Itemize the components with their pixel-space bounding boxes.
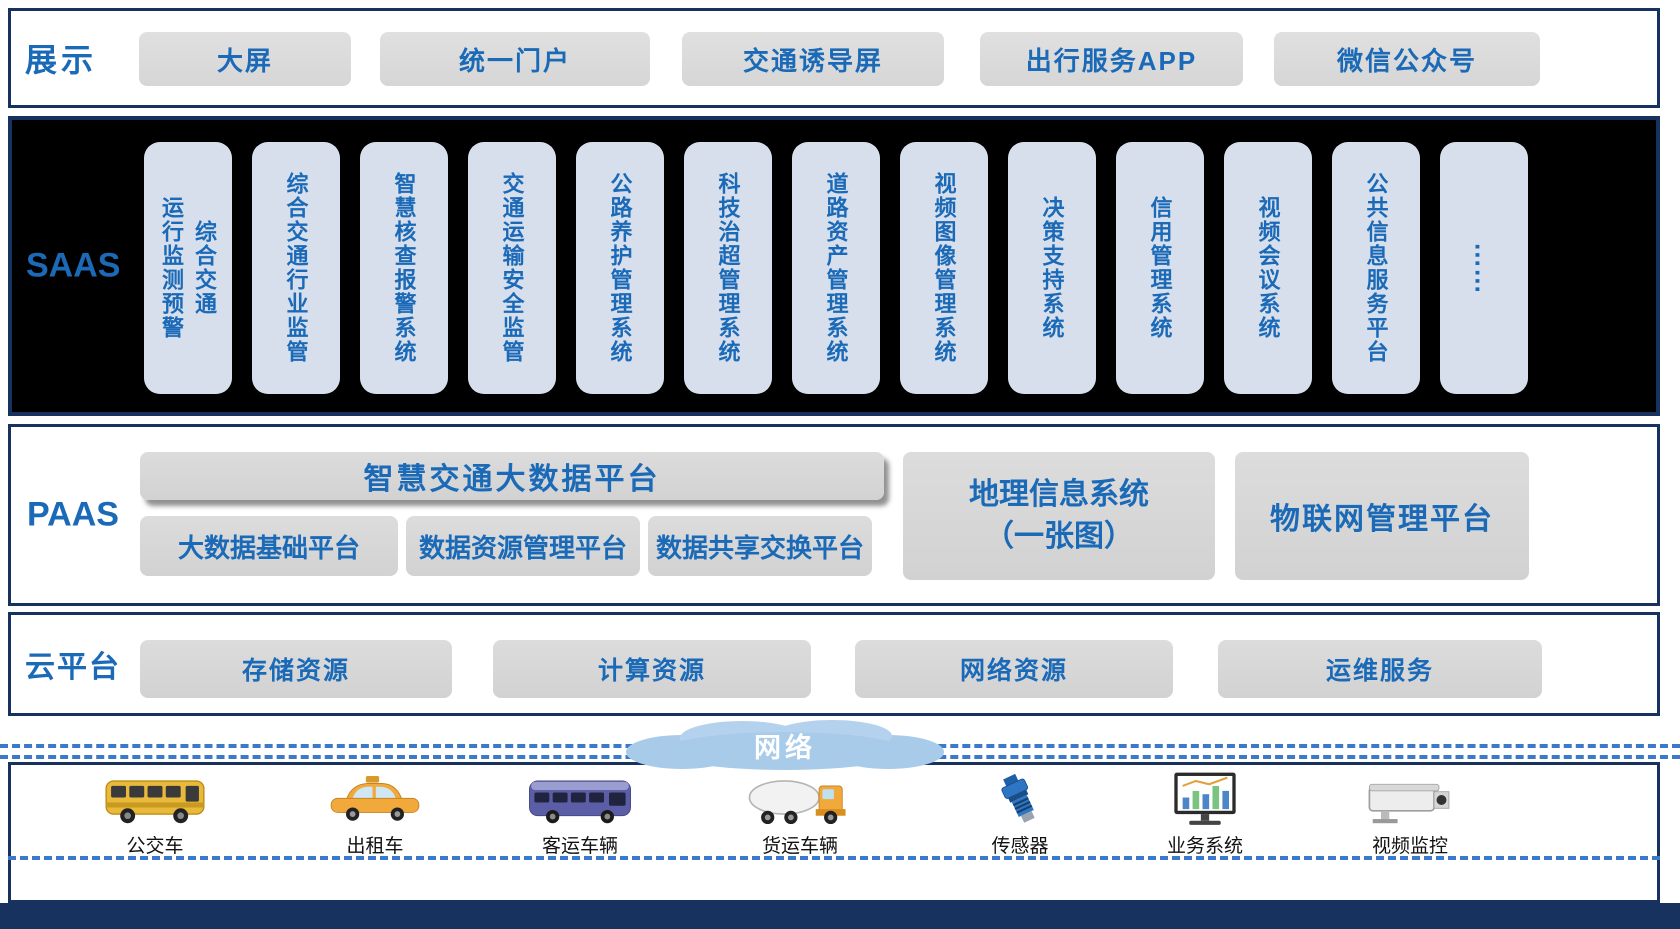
saas-node-road-assets: 道路资产管理系统 <box>792 142 880 394</box>
devices-layer: 公交车 出租车 <box>8 762 1660 903</box>
saas-node-monitoring-warning: 综合交通 运行监测预警 <box>144 142 232 394</box>
cloud-storage-resources: 存储资源 <box>140 640 452 698</box>
device-taxi: 出租车 <box>290 771 460 863</box>
cloud-ops-service: 运维服务 <box>1218 640 1542 698</box>
device-label: 货运车辆 <box>761 836 838 857</box>
cloud-platform-layer: 云平台 存储资源 计算资源 网络资源 运维服务 <box>8 612 1660 716</box>
device-coach-bus: 客运车辆 <box>495 771 665 863</box>
network-label: 网络 <box>754 732 816 763</box>
footer-bar <box>0 903 1680 929</box>
device-label: 客运车辆 <box>541 836 618 857</box>
paas-gis-platform: 地理信息系统 （一张图） <box>903 452 1215 580</box>
device-label: 公交车 <box>126 836 184 857</box>
cloud-platform-label: 云平台 <box>25 651 121 684</box>
coach-bus-icon <box>495 771 665 829</box>
paas-layer-label: PAAS <box>27 495 119 534</box>
saas-node-transport-safety: 交通运输安全监管 <box>468 142 556 394</box>
saas-node-decision-support: 决策支持系统 <box>1008 142 1096 394</box>
device-sensor: 传感器 <box>935 771 1105 863</box>
saas-node-overload-control: 科技治超管理系统 <box>684 142 772 394</box>
saas-node-public-info-service: 公共信息服务平台 <box>1332 142 1420 394</box>
paas-data-exchange-platform: 数据共享交换平台 <box>648 516 872 576</box>
saas-node-industry-supervision: 综合交通行业监管 <box>252 142 340 394</box>
paas-bigdata-base-platform: 大数据基础平台 <box>140 516 398 576</box>
business-system-icon <box>1120 771 1290 829</box>
saas-node-credit-mgmt: 信用管理系统 <box>1116 142 1204 394</box>
devices-dashed-line <box>8 856 1660 860</box>
device-label: 出租车 <box>346 836 404 857</box>
device-label: 视频监控 <box>1371 836 1448 857</box>
device-label: 业务系统 <box>1166 836 1243 857</box>
saas-layer-label: SAAS <box>26 246 121 285</box>
display-layer: 展示 大屏 统一门户 交通诱导屏 出行服务APP 微信公众号 <box>8 8 1660 108</box>
saas-node-video-conference: 视频会议系统 <box>1224 142 1312 394</box>
taxi-icon <box>290 771 460 829</box>
bus-icon <box>70 771 240 829</box>
display-item-wechat-account: 微信公众号 <box>1274 32 1540 86</box>
saas-layer: SAAS 综合交通 运行监测预警 综合交通行业监管 智慧核查报警系统 交通运输安… <box>8 116 1660 416</box>
display-item-traffic-guidance-screen: 交通诱导屏 <box>682 32 944 86</box>
paas-iot-platform: 物联网管理平台 <box>1235 452 1529 580</box>
sensor-icon <box>935 771 1105 829</box>
saas-node-ellipsis: …… <box>1440 142 1528 394</box>
device-bus: 公交车 <box>70 771 240 863</box>
network-cloud: 网络 <box>620 716 950 774</box>
display-item-travel-app: 出行服务APP <box>980 32 1243 86</box>
display-item-big-screen: 大屏 <box>139 32 351 86</box>
cloud-network-resources: 网络资源 <box>855 640 1173 698</box>
device-label: 传感器 <box>991 836 1049 857</box>
device-business-system: 业务系统 <box>1120 771 1290 863</box>
cloud-computing-resources: 计算资源 <box>493 640 811 698</box>
display-item-unified-portal: 统一门户 <box>380 32 650 86</box>
device-cctv: 视频监控 <box>1325 771 1495 863</box>
paas-data-resource-platform: 数据资源管理平台 <box>406 516 640 576</box>
device-tanker-truck: 货运车辆 <box>715 771 885 863</box>
saas-node-video-image-mgmt: 视频图像管理系统 <box>900 142 988 394</box>
display-layer-label: 展示 <box>25 42 98 78</box>
paas-bigdata-platform: 智慧交通大数据平台 <box>140 452 884 500</box>
cctv-camera-icon <box>1325 771 1495 829</box>
paas-layer: PAAS 智慧交通大数据平台 大数据基础平台 数据资源管理平台 数据共享交换平台… <box>8 424 1660 606</box>
tanker-truck-icon <box>715 771 885 829</box>
saas-node-road-maintenance: 公路养护管理系统 <box>576 142 664 394</box>
saas-node-smart-check-alarm: 智慧核查报警系统 <box>360 142 448 394</box>
